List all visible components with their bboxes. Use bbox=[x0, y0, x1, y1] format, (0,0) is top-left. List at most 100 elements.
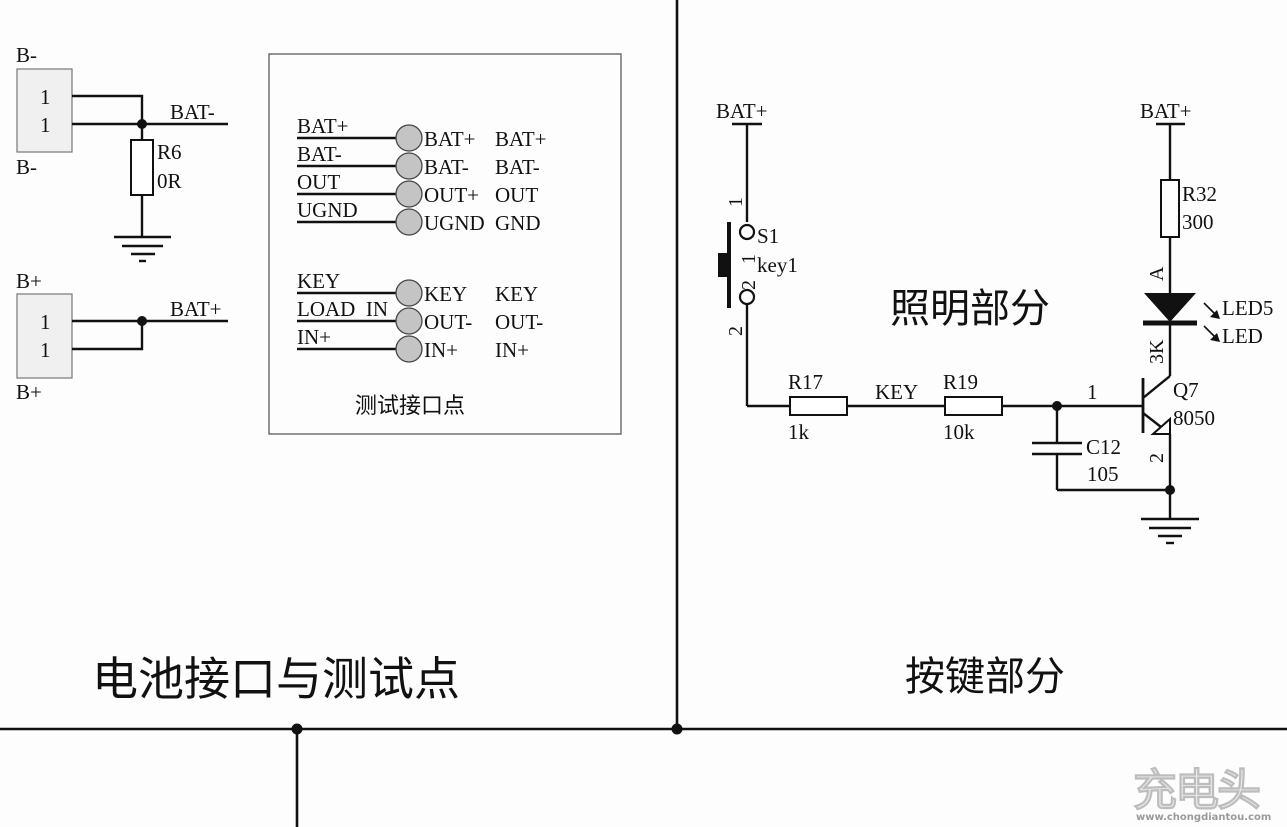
switch-s1[interactable]: BAT+ 1 1 2 S1 key1 2 bbox=[716, 99, 798, 406]
test-point-net: BAT+ bbox=[297, 114, 349, 138]
test-pad[interactable] bbox=[395, 279, 423, 307]
led-branch: BAT+ R32 300 A 3K LED5 LED bbox=[1140, 99, 1273, 376]
test-point-name: OUT- bbox=[495, 310, 543, 334]
led-cathode-label: 3K bbox=[1146, 339, 1168, 364]
switch-contact bbox=[738, 288, 756, 306]
q7-emitter-pin: 2 bbox=[1146, 453, 1168, 463]
connector-top-label: B- bbox=[16, 43, 37, 67]
ground-icon bbox=[1141, 517, 1199, 545]
pin-label: 1 bbox=[725, 197, 747, 207]
test-point-name: IN+ bbox=[495, 338, 529, 362]
r17-value: 1k bbox=[788, 420, 810, 444]
q7-ref: Q7 bbox=[1173, 378, 1199, 402]
section-title-lighting: 照明部分 bbox=[890, 286, 1050, 332]
resistor-r17[interactable] bbox=[789, 396, 848, 416]
test-pad[interactable] bbox=[395, 307, 423, 335]
pin-number: 1 bbox=[40, 338, 51, 362]
net-label-key: KEY bbox=[875, 380, 918, 404]
test-pad[interactable] bbox=[395, 180, 423, 208]
resistor-r19[interactable] bbox=[944, 396, 1003, 416]
test-pad[interactable] bbox=[395, 152, 423, 180]
bat-minus-wiring: BAT- R6 0R bbox=[72, 94, 228, 263]
test-point[interactable]: LOAD IN OUT- OUT- bbox=[297, 297, 543, 335]
test-point-pin: OUT+ bbox=[424, 183, 479, 207]
ground-icon bbox=[114, 235, 171, 263]
test-point-pin: UGND bbox=[424, 211, 485, 235]
led5[interactable]: A 3K LED5 LED bbox=[1143, 266, 1273, 364]
r32-value: 300 bbox=[1182, 210, 1214, 234]
test-point[interactable]: KEY KEY KEY bbox=[297, 269, 538, 307]
capacitor-c12[interactable]: C12 105 bbox=[1032, 406, 1170, 492]
led-ref: LED5 bbox=[1222, 296, 1273, 320]
r19-value: 10k bbox=[943, 420, 975, 444]
test-points-block: BAT+ BAT+ BAT+ BAT- BAT- BAT- OUT OUT+ O… bbox=[268, 53, 622, 435]
test-pad[interactable] bbox=[395, 335, 423, 363]
pin-number: 1 bbox=[40, 310, 51, 334]
watermark-url: www.chongdiantou.com bbox=[1136, 812, 1271, 823]
r6-value: 0R bbox=[157, 169, 182, 193]
test-points-caption: 测试接口点 bbox=[355, 394, 465, 419]
test-point-net: KEY bbox=[297, 269, 340, 293]
net-label-bat-plus: BAT+ bbox=[716, 99, 768, 123]
connector-body bbox=[16, 68, 73, 153]
pin-label: 2 bbox=[725, 326, 747, 336]
test-point-pin: BAT- bbox=[424, 155, 469, 179]
led-triangle bbox=[1144, 293, 1196, 322]
connector-body bbox=[16, 293, 73, 379]
connector-top-label: B+ bbox=[16, 269, 42, 293]
q7-value: 8050 bbox=[1173, 406, 1215, 430]
s1-ref: S1 bbox=[757, 224, 779, 248]
junction-dot bbox=[291, 723, 303, 735]
resistor-r6[interactable] bbox=[130, 139, 154, 196]
s1-value: key1 bbox=[757, 253, 798, 277]
r6-ref: R6 bbox=[157, 140, 182, 164]
pin-label: 1 bbox=[738, 254, 760, 264]
test-point-net: IN+ bbox=[297, 325, 331, 349]
led-value: LED bbox=[1222, 324, 1263, 348]
pin-number: 1 bbox=[40, 113, 51, 137]
led-anode-label: A bbox=[1146, 266, 1168, 281]
connector-bottom-label: B+ bbox=[16, 380, 42, 404]
q7-base-pin: 1 bbox=[1087, 380, 1098, 404]
test-point[interactable]: OUT OUT+ OUT bbox=[297, 170, 538, 208]
net-label-bat-plus: BAT+ bbox=[170, 297, 222, 321]
test-point[interactable]: IN+ IN+ IN+ bbox=[297, 325, 529, 363]
test-point-net: LOAD IN bbox=[297, 297, 388, 321]
connector-b-plus[interactable]: B+ 1 1 B+ bbox=[16, 269, 73, 404]
c12-value: 105 bbox=[1087, 462, 1119, 486]
test-point[interactable]: UGND UGND GND bbox=[297, 198, 541, 236]
test-point-net: OUT bbox=[297, 170, 340, 194]
c12-ref: C12 bbox=[1086, 435, 1121, 459]
r19-ref: R19 bbox=[943, 370, 978, 394]
test-point-pin: OUT- bbox=[424, 310, 472, 334]
test-point-pin: IN+ bbox=[424, 338, 458, 362]
net-label-bat-plus: BAT+ bbox=[1140, 99, 1192, 123]
test-pad[interactable] bbox=[395, 124, 423, 152]
watermark-logo: 充电头 www.chongdiantou.com bbox=[1133, 765, 1272, 823]
r32-ref: R32 bbox=[1182, 182, 1217, 206]
test-point-pin: BAT+ bbox=[424, 127, 476, 151]
pin-label: 2 bbox=[738, 280, 760, 290]
test-point-net: UGND bbox=[297, 198, 358, 222]
test-point[interactable]: BAT- BAT- BAT- bbox=[297, 142, 540, 180]
section-title-battery: 电池接口与测试点 bbox=[92, 652, 460, 706]
pin-number: 1 bbox=[40, 85, 51, 109]
junction-dot bbox=[137, 316, 147, 326]
resistor-r32[interactable] bbox=[1160, 179, 1180, 238]
test-pad[interactable] bbox=[395, 208, 423, 236]
test-point-net: BAT- bbox=[297, 142, 342, 166]
key-line: R17 1k KEY R19 10k 1 bbox=[747, 370, 1143, 444]
transistor-q7[interactable]: Q7 8050 2 bbox=[1141, 375, 1215, 545]
test-point-name: BAT- bbox=[495, 155, 540, 179]
test-point-name: KEY bbox=[495, 282, 538, 306]
connector-b-minus[interactable]: B- 1 1 B- bbox=[16, 43, 73, 179]
watermark-logo-text: 充电头 bbox=[1133, 765, 1260, 816]
junction-dot bbox=[671, 723, 683, 735]
net-label-bat-minus: BAT- bbox=[170, 100, 215, 124]
test-point[interactable]: BAT+ BAT+ BAT+ bbox=[297, 114, 547, 152]
connector-bottom-label: B- bbox=[16, 155, 37, 179]
bat-plus-wiring: BAT+ bbox=[72, 297, 228, 351]
r17-ref: R17 bbox=[788, 370, 823, 394]
